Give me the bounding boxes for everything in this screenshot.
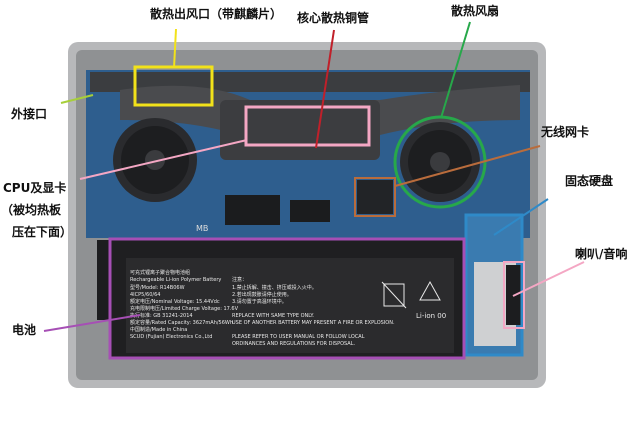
fan-label: 散热风扇 xyxy=(451,4,500,18)
battery-warning-en-2: USE OF ANOTHER BATTERY MAY PRESENT A FIR… xyxy=(232,320,395,326)
liion-mark: Li-ion 00 xyxy=(416,312,446,320)
board-chip xyxy=(290,200,330,222)
battery-model: 型号/Model: R14B06W xyxy=(130,284,185,291)
battery-title-en: Rechargeable Li-ion Polymer Battery xyxy=(130,277,221,283)
cpu-label-line1: CPU及显卡 xyxy=(3,181,67,195)
vent-label: 散热出风口（带麒麟片） xyxy=(150,7,283,21)
battery-made-in: 中国制造/Made in China xyxy=(130,326,187,333)
battery-capacity: 额定容量/Rated Capacity: 3627mAh/56Wh xyxy=(130,319,233,326)
wifi-label: 无线网卡 xyxy=(541,125,590,139)
cpu-label-line3: 压在下面） xyxy=(12,225,73,239)
battery-title-cn: 可充式锂离子聚合物电池组 xyxy=(130,269,190,276)
rear-hinge-strip xyxy=(90,72,530,92)
battery-nominal-voltage: 额定电压/Nominal Voltage: 15.44Vdc xyxy=(130,298,220,305)
speaker-highlight-box xyxy=(503,261,525,329)
heatpipe-plate xyxy=(220,100,380,160)
wifi-pointer xyxy=(394,145,541,187)
speaker-label: 喇叭/音响 xyxy=(575,247,628,261)
left-fan-hub xyxy=(145,150,165,170)
weee-bin-icon xyxy=(383,283,405,307)
fan-pointer xyxy=(440,21,471,119)
battery-warning-en-1: REPLACE WITH SAME TYPE ONLY. xyxy=(232,313,314,319)
battery-warning-3: 3.请勿置于高温环境中。 xyxy=(232,298,287,305)
weee-cross-icon xyxy=(381,281,407,309)
battery-warning-2: 2.若出现鼓胀请停止使用。 xyxy=(232,291,292,298)
battery-warning-en-4: ORDINANCES AND REGULATIONS FOR DISPOSAL. xyxy=(232,341,356,347)
battery-label: 电池 xyxy=(12,323,37,337)
battery-manufacturer: SCUD (Fujian) Electronics Co.,Ltd xyxy=(130,334,212,340)
wifi-card xyxy=(357,180,393,214)
battery-warning-1: 1.禁止拆解、撞击、挤压或投入火中。 xyxy=(232,284,317,291)
heatpipe-pointer xyxy=(315,29,335,149)
battery-pointer xyxy=(43,314,141,332)
cpu-pointer xyxy=(79,139,248,180)
battery-warning-en-3: PLEASE REFER TO USER MANUAL OR FOLLOW LO… xyxy=(232,334,365,340)
board-chip-label: MB xyxy=(196,224,208,233)
recycle-icon xyxy=(419,280,441,301)
watermark: 头条 @创业者李孟 xyxy=(521,400,630,415)
ports-pointer xyxy=(60,94,94,104)
vent-pointer xyxy=(173,28,177,69)
battery-standard: 执行标准: GB 31241-2014 xyxy=(130,312,193,319)
heatpipe-label: 核心散热铜管 xyxy=(297,11,370,25)
ssd-highlight-box xyxy=(464,213,524,357)
speaker-pointer xyxy=(512,261,585,297)
battery-warning-cn: 注意： xyxy=(232,276,247,283)
memory-chip xyxy=(225,195,280,225)
battery-cells: 4ICP5/60/64 xyxy=(130,292,160,298)
battery-limited-charge: 充电限制电压/Limited Charge Voltage: 17.6V xyxy=(130,305,239,312)
ssd-pointer xyxy=(493,198,549,236)
heatpipe-highlight-box xyxy=(244,105,371,147)
ssd-label: 固态硬盘 xyxy=(565,174,614,188)
wifi-highlight-box xyxy=(354,177,396,217)
battery-highlight-box xyxy=(108,237,466,360)
ports-label: 外接口 xyxy=(11,107,48,121)
cpu-label-line2: （被均热板 xyxy=(1,203,62,217)
right-fan-hub xyxy=(430,152,450,172)
